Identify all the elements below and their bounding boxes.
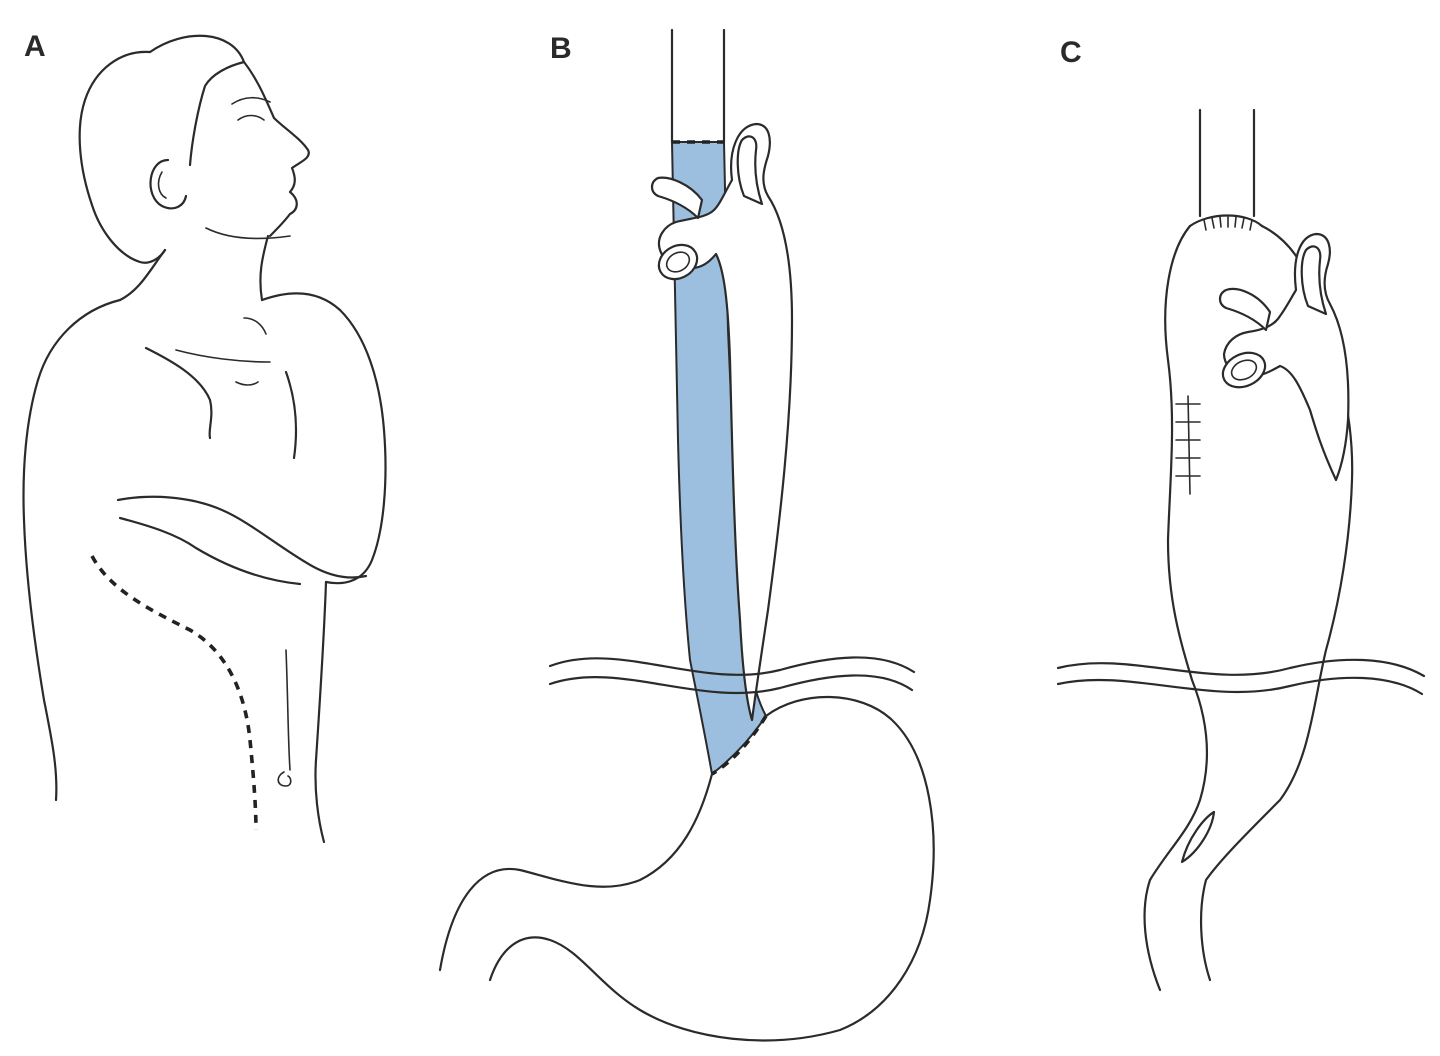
thoracoabdominal-incision-line [90, 555, 258, 831]
patient-ear [149, 158, 188, 210]
patient-neck-front [259, 234, 270, 302]
b-diaphragm-upper [548, 656, 916, 676]
panel-a-patient-illustration [22, 34, 387, 844]
patient-crossed-arm [116, 495, 368, 579]
patient-armpit [284, 370, 298, 460]
patient-back-outline [22, 298, 122, 802]
c-staple-line [1175, 395, 1201, 495]
b-vessel-cut-end [657, 243, 699, 281]
c-diaphragm-upper [1056, 658, 1426, 678]
b-aorta [657, 122, 794, 722]
b-diaphragm-lower [548, 674, 914, 695]
c-anastomosis-sutures [1203, 216, 1253, 231]
patient-head-outline [78, 50, 167, 264]
b-vessel-lumen [665, 251, 691, 273]
c-anastomosis-top [1188, 214, 1264, 228]
c-vessel-cut-end [1221, 351, 1267, 389]
b-stomach-outline [488, 695, 935, 1042]
patient-brow [231, 96, 271, 105]
panel-label-b: B [550, 32, 572, 65]
patient-front-torso [314, 580, 328, 844]
patient-crossed-arm-upper [144, 346, 213, 440]
patient-hair [148, 34, 246, 167]
patient-hand [243, 317, 267, 335]
c-vessel-lumen [1230, 359, 1258, 381]
panel-label-a: A [24, 30, 46, 63]
patient-eye [237, 114, 265, 121]
patient-ear-inner [157, 171, 167, 199]
patient-jaw [205, 227, 291, 240]
patient-neck-back [118, 248, 167, 302]
patient-forearm [118, 516, 302, 586]
patient-right-shoulder [260, 292, 387, 585]
panel-b-anatomy [438, 28, 935, 1042]
patient-midline [285, 649, 291, 771]
b-aortic-branch-left [650, 176, 704, 220]
panel-c-anatomy [1056, 108, 1426, 992]
patient-face-profile [242, 60, 310, 238]
b-aortic-branch-right [736, 135, 764, 206]
patient-clavicle [175, 349, 271, 363]
b-stomach-lesser-curve [438, 772, 714, 972]
patient-navel [277, 771, 292, 787]
c-aortic-branch-left [1218, 287, 1272, 332]
panel-label-c: C [1060, 36, 1082, 69]
patient-chest-crease [235, 381, 259, 386]
c-pyloroplasty [1180, 810, 1216, 864]
c-aortic-branch-right [1300, 245, 1328, 316]
c-diaphragm-lower [1056, 676, 1424, 696]
c-gastric-conduit-left [1143, 224, 1209, 992]
